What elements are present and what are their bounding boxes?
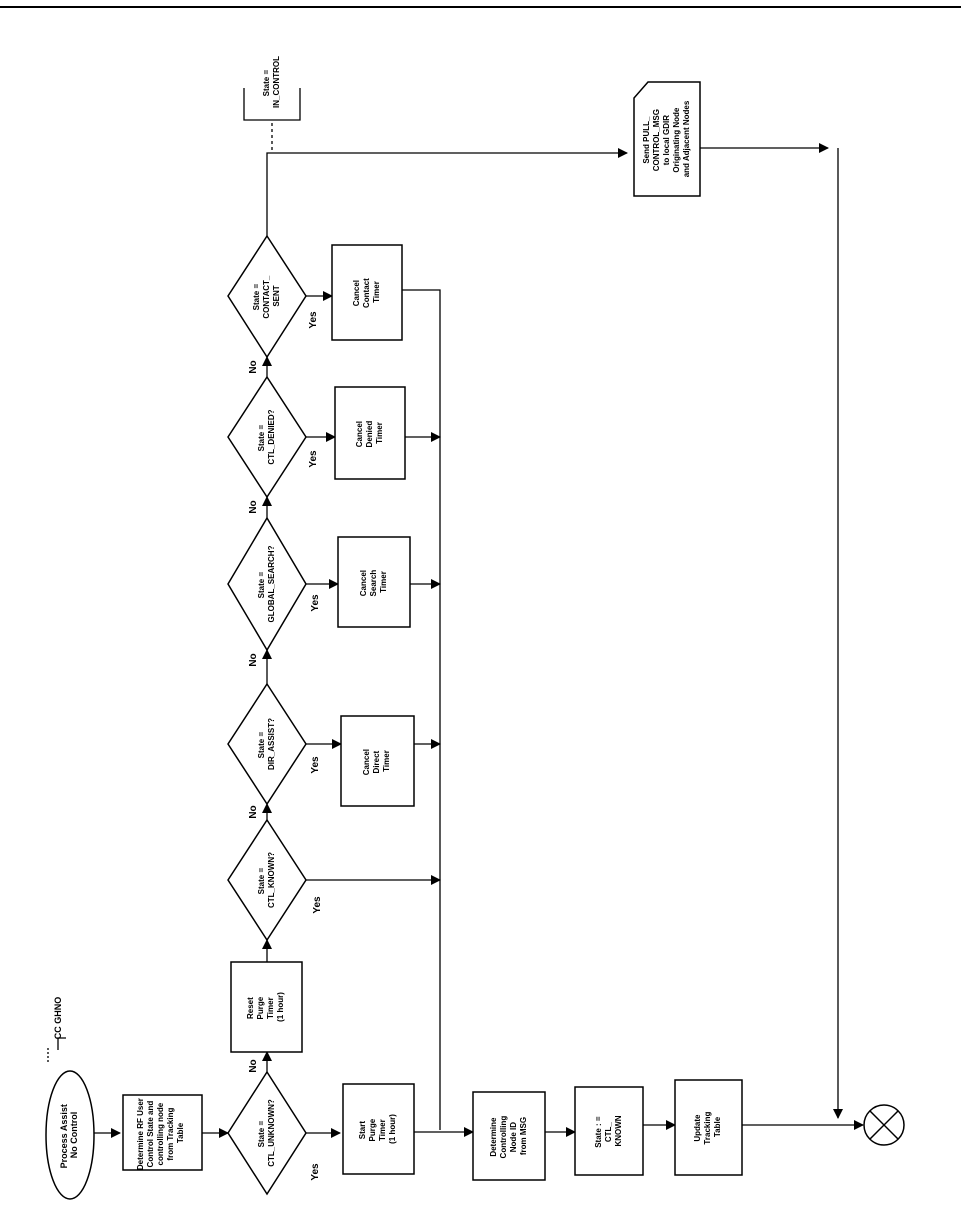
decision-known-label: State = CTL_KNOWN? [257, 852, 276, 908]
yes-label-contact-sent: Yes [308, 311, 319, 329]
decision-denied [227, 375, 307, 499]
set-known-box [574, 1086, 644, 1176]
yes-label-denied: Yes [308, 450, 319, 468]
no-label-denied: No [248, 360, 259, 373]
decision-denied-label: State = CTL_DENIED? [257, 409, 276, 464]
set-known-label: State : = CTL_ KNOWN [594, 1114, 623, 1148]
decision-unknown [227, 1070, 307, 1196]
decision-dir-assist-label: State = DIR_ASSIST? [257, 718, 276, 770]
cancel-contact-box [331, 244, 403, 341]
determine-node-box [472, 1091, 546, 1181]
bus-line [402, 289, 441, 1130]
no-label-global-search: No [248, 500, 259, 513]
decision-contact-sent [227, 234, 307, 359]
no-label-known: No [248, 805, 259, 818]
update-table-label: Update Tracking Table [693, 1109, 722, 1144]
determine-node-label: Determine Controlling Node ID from MSG [489, 1114, 528, 1159]
ccghno-bracket [57, 1037, 66, 1050]
start-terminator [45, 1070, 95, 1200]
cancel-search-label: Cancel Search Timer [359, 568, 388, 597]
reset-purge-box [230, 961, 303, 1053]
send-msg-label: Send PULL_ CONTROL_MSG to local GDIR Ori… [642, 100, 691, 177]
cancel-denied-label: Cancel Denied Timer [355, 419, 384, 448]
decision-dir-assist [227, 682, 307, 806]
cancel-direct-box [340, 715, 415, 807]
determine-state-label: Determine RF User Control State and cont… [136, 1096, 185, 1170]
decision-known [227, 818, 307, 942]
page-top-rule [0, 6, 961, 8]
send-msg-box [633, 81, 701, 197]
start-label: Process Assist No Control [59, 1102, 79, 1169]
reset-purge-label: Reset Purge Timer (1 hour) [246, 992, 285, 1022]
yes-label-unknown: Yes [310, 1163, 321, 1181]
determine-state-box [122, 1094, 203, 1171]
in-control-label: State = IN_CONTROL [262, 56, 281, 108]
update-table-box [674, 1079, 743, 1176]
yes-label-dir-assist: Yes [310, 756, 321, 774]
start-purge-box [342, 1083, 415, 1175]
decision-contact-sent-label: State = CONTACT_ SENT [252, 273, 281, 318]
line-contactsent-no [266, 148, 628, 236]
cancel-denied-box [334, 386, 406, 480]
decision-global-search-label: State = GLOBAL_SEARCH? [257, 545, 276, 622]
no-label-unknown: No [248, 1059, 259, 1072]
no-label-dir-assist: No [248, 653, 259, 666]
cancel-direct-label: Cancel Direct Timer [362, 747, 391, 775]
end-connector-cross [869, 1110, 899, 1140]
yes-label-known: Yes [312, 896, 323, 914]
decision-global-search [227, 516, 307, 652]
in-control-bracket [243, 88, 301, 121]
cancel-contact-label: Cancel Contact Timer [352, 276, 381, 308]
flow-lines [47, 88, 864, 1138]
start-purge-label: Start Purge Timer (1 hour) [358, 1114, 397, 1144]
decision-unknown-label: State = CTL_UNKNOWN? [257, 1099, 276, 1167]
connector-label: CC GHNO [53, 997, 63, 1040]
yes-label-global-search: Yes [310, 594, 321, 612]
cancel-search-box [337, 536, 411, 628]
